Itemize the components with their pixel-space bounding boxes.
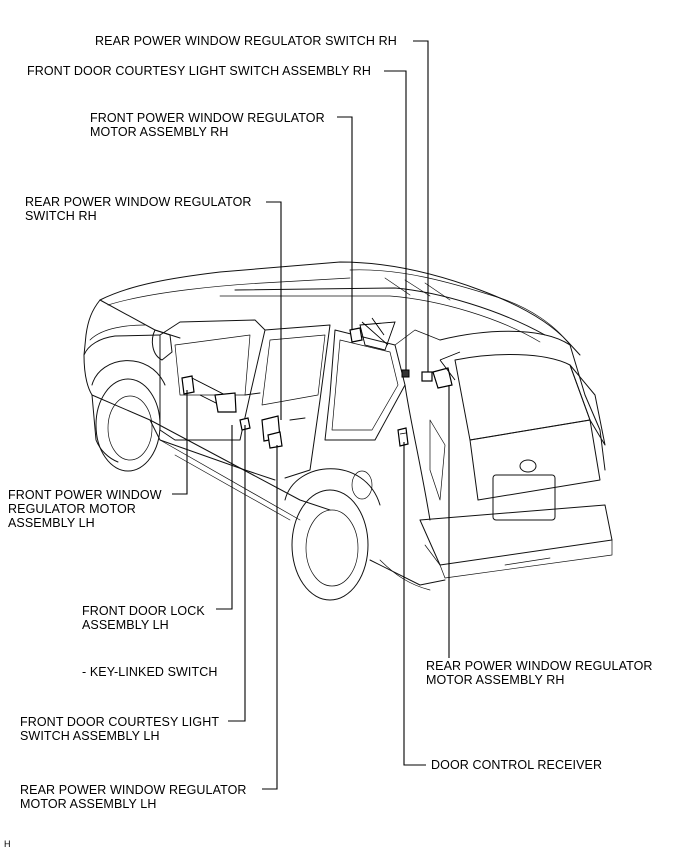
label-front-motor-lh: FRONT POWER WINDOW REGULATOR MOTOR ASSEM…: [8, 488, 162, 530]
suv-outline: [83, 261, 613, 601]
label-line: MOTOR ASSEMBLY RH: [90, 125, 229, 139]
label-line: REAR POWER WINDOW REGULATOR: [426, 659, 653, 673]
component-markers: [181, 317, 461, 449]
rear-motor-rh-part: [432, 351, 461, 389]
front-motor-lh-part: [181, 375, 237, 413]
label-line: FRONT DOOR COURTESY LIGHT: [20, 715, 220, 729]
front-motor-rh-part: [349, 317, 396, 351]
label-line: ASSEMBLY LH: [82, 618, 169, 632]
label-line: MOTOR ASSEMBLY LH: [20, 797, 157, 811]
label-text: FRONT DOOR COURTESY LIGHT SWITCH ASSEMBL…: [27, 64, 372, 78]
label-rear-switch-rh-top: REAR POWER WINDOW REGULATOR SWITCH RH: [95, 34, 397, 48]
front-courtesy-rh-part: [401, 369, 410, 378]
figure-code: H: [4, 839, 11, 849]
leader-front-lock-lh: [216, 425, 233, 610]
label-line: MOTOR ASSEMBLY RH: [426, 673, 565, 687]
leader-rear-switch-rh-left: [266, 201, 282, 420]
label-line: FRONT DOOR LOCK: [82, 604, 205, 618]
leader-lines: [172, 40, 450, 790]
label-line: FRONT POWER WINDOW: [8, 488, 162, 502]
label-line: REAR POWER WINDOW REGULATOR: [25, 195, 252, 209]
rear-switch-rh-part: [421, 371, 433, 382]
door-control-receiver-part: [397, 427, 409, 447]
leader-front-motor-lh: [172, 390, 188, 495]
label-text: - KEY-LINKED SWITCH: [82, 665, 218, 679]
label-door-control-receiver: DOOR CONTROL RECEIVER: [431, 758, 602, 772]
rear-motor-lh-part: [261, 415, 283, 449]
label-rear-motor-rh: REAR POWER WINDOW REGULATOR MOTOR ASSEMB…: [426, 659, 653, 687]
label-line: REGULATOR MOTOR: [8, 502, 136, 516]
label-line: SWITCH RH: [25, 209, 97, 223]
label-key-linked-switch: - KEY-LINKED SWITCH: [82, 665, 218, 679]
label-front-motor-rh: FRONT POWER WINDOW REGULATOR MOTOR ASSEM…: [90, 111, 325, 139]
leader-front-courtesy-rh: [384, 70, 407, 370]
label-rear-motor-lh: REAR POWER WINDOW REGULATOR MOTOR ASSEMB…: [20, 783, 247, 811]
label-front-courtesy-lh: FRONT DOOR COURTESY LIGHT SWITCH ASSEMBL…: [20, 715, 219, 743]
leader-door-control-receiver: [403, 442, 426, 766]
label-front-lock-lh: FRONT DOOR LOCK ASSEMBLY LH: [82, 604, 205, 632]
leader-rear-switch-rh-top: [413, 40, 429, 372]
label-line: SWITCH ASSEMBLY LH: [20, 729, 160, 743]
label-line: ASSEMBLY LH: [8, 516, 95, 530]
label-text: REAR POWER WINDOW REGULATOR SWITCH RH: [95, 34, 397, 48]
leader-front-motor-rh: [337, 116, 353, 330]
label-text: DOOR CONTROL RECEIVER: [431, 758, 603, 772]
label-line: FRONT POWER WINDOW REGULATOR: [90, 111, 325, 125]
label-front-courtesy-rh: FRONT DOOR COURTESY LIGHT SWITCH ASSEMBL…: [27, 64, 371, 78]
front-lock-lh-part: [239, 417, 251, 431]
leader-front-courtesy-lh: [228, 425, 246, 722]
leader-rear-motor-lh: [262, 445, 278, 790]
label-rear-switch-rh-left: REAR POWER WINDOW REGULATOR SWITCH RH: [25, 195, 252, 223]
label-line: REAR POWER WINDOW REGULATOR: [20, 783, 247, 797]
